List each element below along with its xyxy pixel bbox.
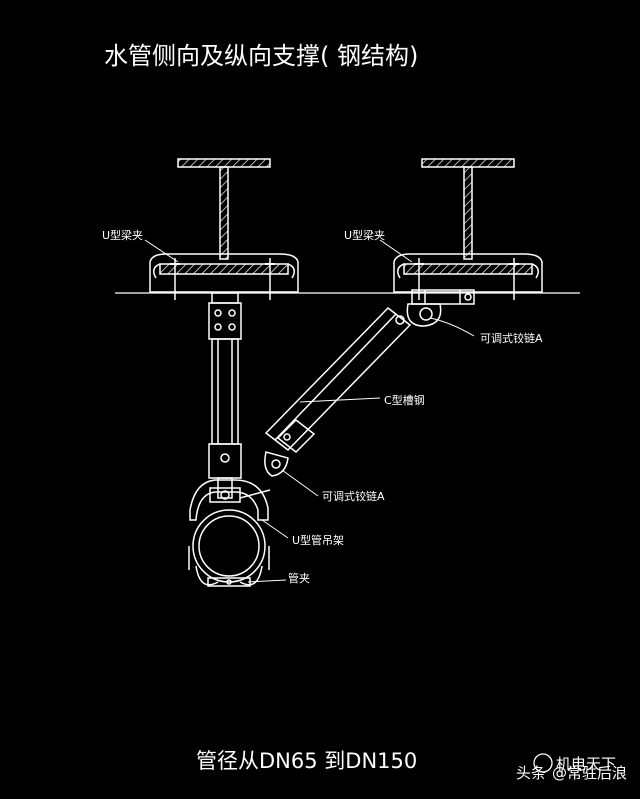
steel-beam-right (393, 158, 543, 300)
watermark-badge: 机电天下 (556, 755, 616, 773)
vertical-hanger (208, 292, 242, 499)
pipe-assembly (188, 479, 271, 587)
watermark-author: @常驻后浪 (552, 764, 627, 782)
diagonal-brace (264, 306, 412, 477)
steel-beam-left (149, 158, 299, 300)
label-adjustable-hinge-top: 可调式铰链A (480, 331, 543, 345)
label-c-channel-steel: C型槽钢 (384, 393, 425, 407)
label-u-beam-clamp-left: U型梁夹 (102, 228, 143, 242)
label-u-pipe-hanger: U型管吊架 (292, 533, 344, 547)
leader-lines (144, 239, 475, 583)
diagram-title: 水管侧向及纵向支撑( 钢结构) (104, 42, 418, 70)
watermark-prefix: 头条 (516, 764, 546, 782)
watermark: 机电天下 头条 @常驻后浪 (516, 753, 627, 782)
diagram-caption: 管径从DN65 到DN150 (196, 749, 417, 773)
label-pipe-clamp: 管夹 (288, 571, 310, 585)
label-u-beam-clamp-right: U型梁夹 (344, 228, 385, 242)
wechat-icon (533, 753, 553, 773)
label-adjustable-hinge-bottom: 可调式铰链A (322, 489, 385, 503)
adjustable-hinge-top (406, 289, 475, 327)
